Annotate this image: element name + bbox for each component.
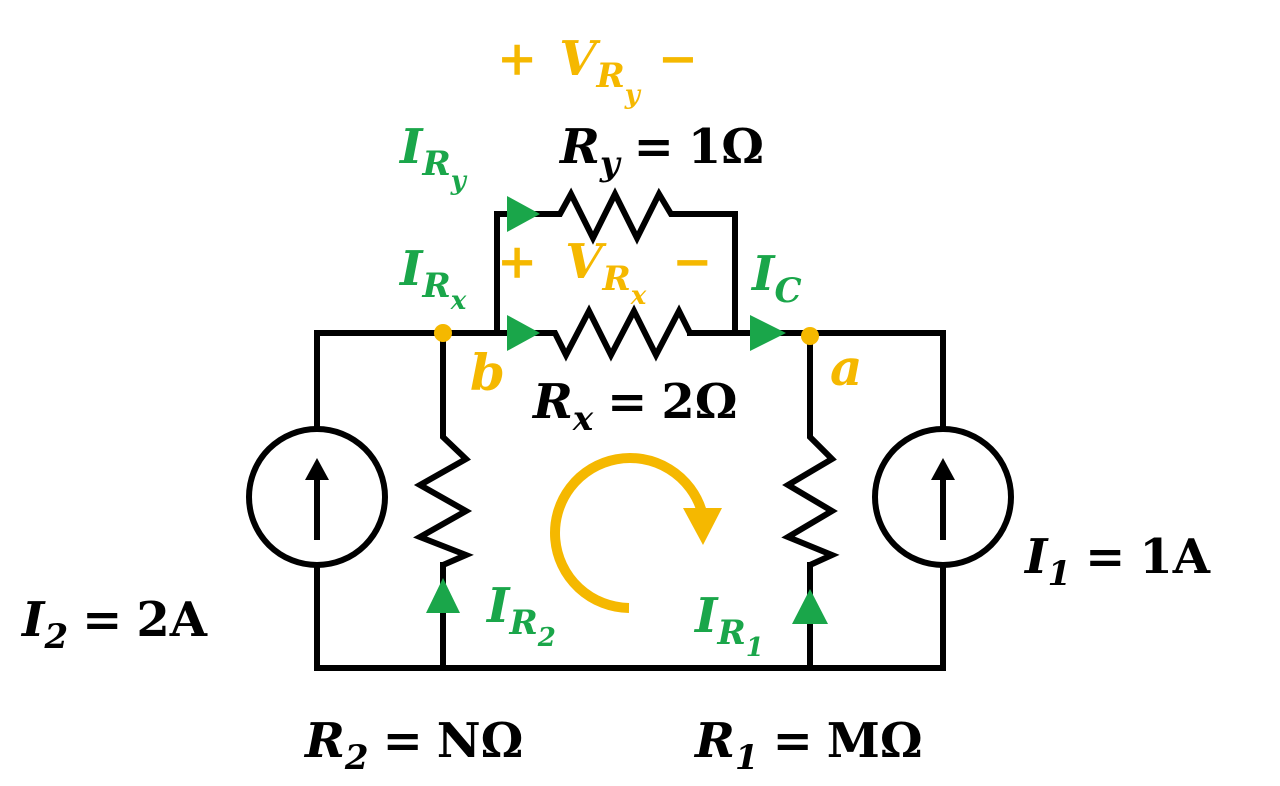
ir2-label: IR2	[485, 578, 556, 653]
resistor-r1	[781, 430, 840, 568]
current-arrow-iry	[507, 196, 540, 232]
r1-value-label: R1=MΩ	[693, 713, 923, 778]
current-source-i1	[872, 426, 1014, 568]
node-b-dot	[434, 324, 452, 342]
irx-label: IRx	[398, 241, 467, 316]
rx-value-label: Rx=2Ω	[531, 374, 738, 439]
resistor-ry	[545, 187, 684, 245]
arrowhead-icon	[931, 458, 955, 480]
iry-label: IRy	[398, 119, 468, 196]
i1-value-label: I1=1A	[1023, 529, 1211, 594]
node-a-dot	[801, 327, 819, 345]
ry-value-label: Ry=1Ω	[558, 119, 764, 184]
resistor-rx	[545, 304, 693, 362]
current-arrow-ic	[750, 315, 786, 351]
current-arrow-ir1	[792, 589, 828, 624]
arrowhead-icon	[305, 458, 329, 480]
wire-ry-right	[681, 211, 738, 336]
vry-label: +VRy−	[497, 31, 698, 110]
vrx-label: +VRx−	[497, 234, 712, 311]
r2-value-label: R2=NΩ	[303, 713, 523, 778]
wire-left-upper	[314, 330, 548, 433]
current-arrow-ir2	[426, 578, 460, 613]
ir1-label: IR1	[693, 588, 764, 663]
resistor-r2	[413, 430, 474, 568]
loop-direction-icon	[550, 453, 722, 613]
node-a-label: a	[830, 338, 862, 397]
current-source-i2	[246, 426, 388, 568]
current-arrow-irx	[507, 315, 540, 351]
node-b-label: b	[470, 343, 505, 402]
ic-label: IC	[750, 246, 802, 311]
i2-value-label: I2=2A	[20, 592, 208, 657]
